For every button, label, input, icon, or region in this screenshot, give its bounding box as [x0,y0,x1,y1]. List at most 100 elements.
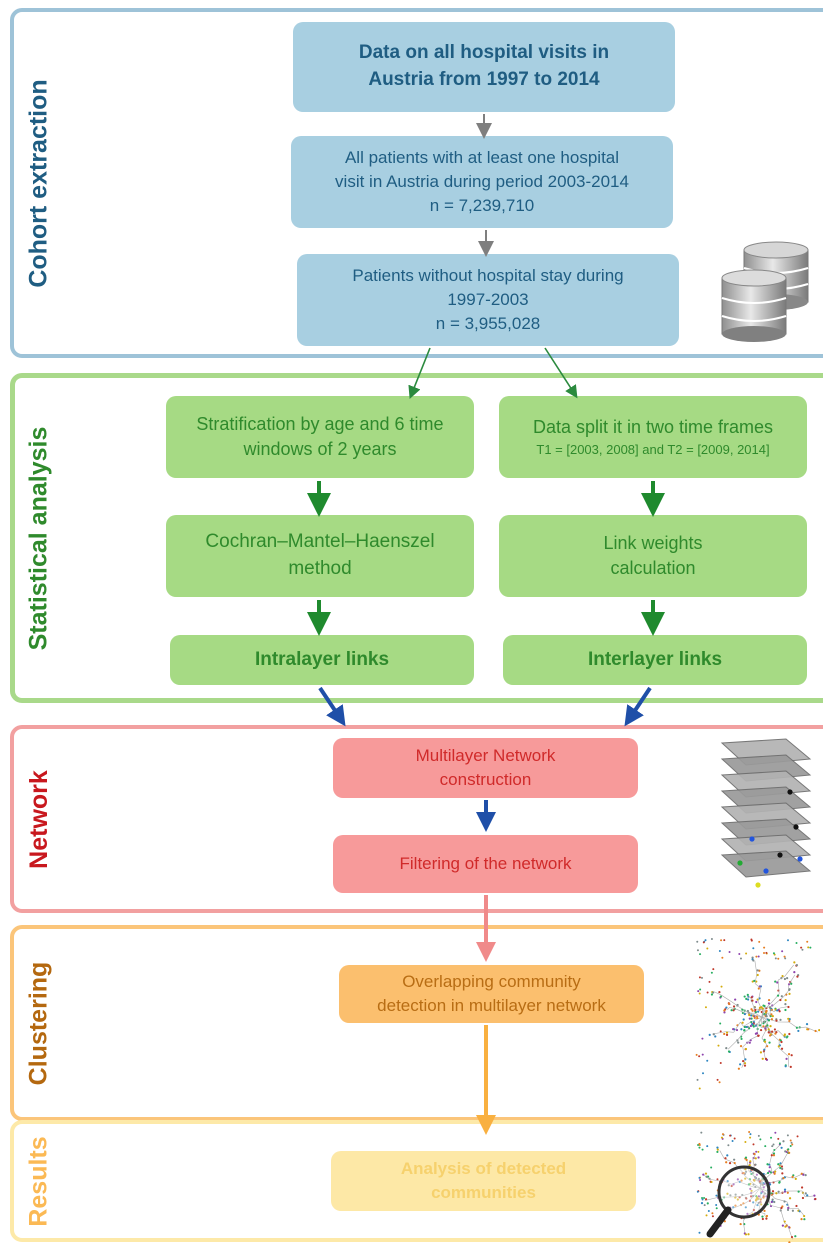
graph-node [756,1016,759,1020]
graph-node [771,1190,775,1193]
graph-node [727,1050,731,1053]
database-icon [721,241,809,342]
graph-node [756,973,759,977]
graph-node [744,1170,748,1173]
layer-node [755,882,761,888]
graph-node [708,1033,711,1037]
graph-node [752,1201,755,1204]
graph-node [764,1057,768,1060]
graph-node [705,1175,708,1178]
graph-node [755,1198,758,1201]
graph-node [714,1035,717,1038]
graph-node [743,1064,747,1067]
graph-edge [801,1190,806,1197]
graph-node [814,1197,817,1201]
graph-node [786,1208,790,1211]
graph-node [707,1209,710,1212]
layer-stack-icon [720,738,812,888]
graph-node [725,1031,729,1034]
graph-node [759,1051,763,1054]
graph-node [739,1063,742,1066]
graph-node [739,957,742,960]
graph-node [751,956,754,959]
graph-node [747,1233,750,1236]
graph-node [732,1028,735,1031]
graph-edge [750,1016,763,1023]
graph-node [704,1172,708,1175]
graph-node [720,985,723,988]
graph-node [744,1140,747,1143]
graph-node [804,1192,807,1195]
graph-node [706,1059,709,1062]
graph-edge [771,1166,780,1174]
graph-node [736,1178,739,1181]
graph-node [729,1134,732,1137]
graph-node [783,1190,787,1193]
graph-node [703,1204,706,1207]
graph-node [750,1189,753,1192]
graph-node [770,1200,773,1204]
graph-node [701,1148,704,1151]
graph-node [754,1185,757,1188]
box-link-weights-line1: Link weights [603,532,703,553]
graph-node [721,1133,724,1136]
graph-node [712,991,715,994]
box-patients-2003-2014-line2: visit in Austria during period 2003-2014 [335,172,629,192]
box-patients-2003-2014: All patients with at least one hospital … [291,136,673,228]
graph-node [765,1015,768,1018]
graph-edge [761,1012,769,1018]
graph-node [746,1212,749,1215]
graph-node [787,1206,790,1210]
graph-node [711,1212,714,1215]
graph-node [698,992,701,995]
box-cmh-method: Cochran–Mantel–Haenszel method [166,515,474,597]
graph-node [793,971,796,974]
graph-node [695,1053,698,1056]
graph-edge [752,1159,755,1166]
graph-edge [757,1016,763,1029]
graph-node [786,939,789,942]
section-label-cohort: Cohort extraction [14,8,64,358]
graph-node [779,1162,782,1165]
graph-node [768,1170,771,1173]
graph-edge [779,1207,785,1224]
graph-edge [754,983,762,989]
graph-node [765,1214,769,1218]
box-data-split: Data split it in two time frames T1 = [2… [499,396,807,478]
graph-edge [754,1013,763,1018]
graph-node [775,1019,778,1022]
box-stratification: Stratification by age and 6 time windows… [166,396,474,478]
graph-node [750,1172,753,1176]
layer-plane [720,850,812,878]
graph-node [708,980,711,983]
graph-node [774,1131,777,1134]
graph-node [801,948,804,951]
graph-node [762,1196,765,1199]
graph-node [725,1033,729,1036]
graph-node [735,1028,739,1032]
graph-node [698,1176,701,1179]
graph-node [778,1142,781,1145]
network-graph-icon [695,938,820,1090]
graph-edge [750,1035,758,1040]
graph-node [742,1171,745,1175]
graph-node [701,1198,704,1201]
graph-node [809,946,812,949]
graph-node [748,1014,751,1017]
graph-node [770,1018,774,1021]
graph-node [748,1017,751,1020]
graph-node [764,1027,767,1030]
graph-node [791,1143,794,1146]
section-title-stats: Statistical analysis [24,426,53,650]
graph-node [753,979,756,982]
graph-node [790,1235,794,1239]
graph-node [756,1196,759,1199]
graph-node [746,993,749,997]
graph-node [780,995,783,998]
graph-node [754,1032,758,1035]
graph-node [752,1143,755,1146]
graph-node [751,999,754,1002]
graph-edge [743,1021,752,1027]
box-multilayer-construction: Multilayer Network construction [333,738,638,798]
graph-node [729,1194,732,1197]
